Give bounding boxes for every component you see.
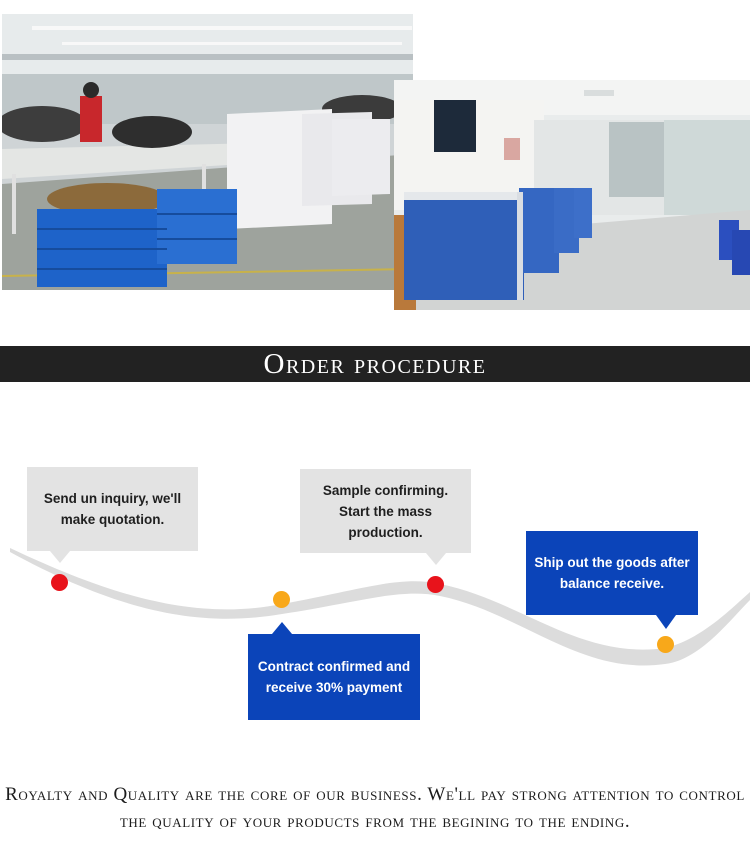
step-3-box: Sample confirming. Start the mass produc… <box>300 469 471 553</box>
step-3-pointer <box>426 553 446 565</box>
step-4-pointer <box>656 615 676 629</box>
step-4-dot <box>657 636 674 653</box>
step-1-box: Send un inquiry, we'll make quotation. <box>27 467 198 551</box>
step-3-dot <box>427 576 444 593</box>
step-2-pointer <box>272 622 292 634</box>
step-2-box: Contract confirmed and receive 30% payme… <box>248 634 420 720</box>
order-procedure-banner: Order procedure <box>0 346 750 382</box>
office-photo <box>394 80 750 310</box>
step-4-box: Ship out the goods after balance receive… <box>526 531 698 615</box>
step-2-dot <box>273 591 290 608</box>
banner-title: Order procedure <box>263 348 487 380</box>
footer-line-1: Royalty and Quality are the core of our … <box>5 784 745 805</box>
footer-line-2: the quality of your products from the be… <box>119 811 631 832</box>
step-1-pointer <box>50 551 70 563</box>
workshop-photo <box>2 14 413 290</box>
step-2-text: Contract confirmed and receive 30% payme… <box>257 659 411 695</box>
step-4-text: Ship out the goods after balance receive… <box>534 555 690 591</box>
step-3-text: Sample confirming. Start the mass produc… <box>322 482 449 540</box>
step-1-text: Send un inquiry, we'll make quotation. <box>43 491 182 527</box>
step-1-dot <box>51 574 68 591</box>
